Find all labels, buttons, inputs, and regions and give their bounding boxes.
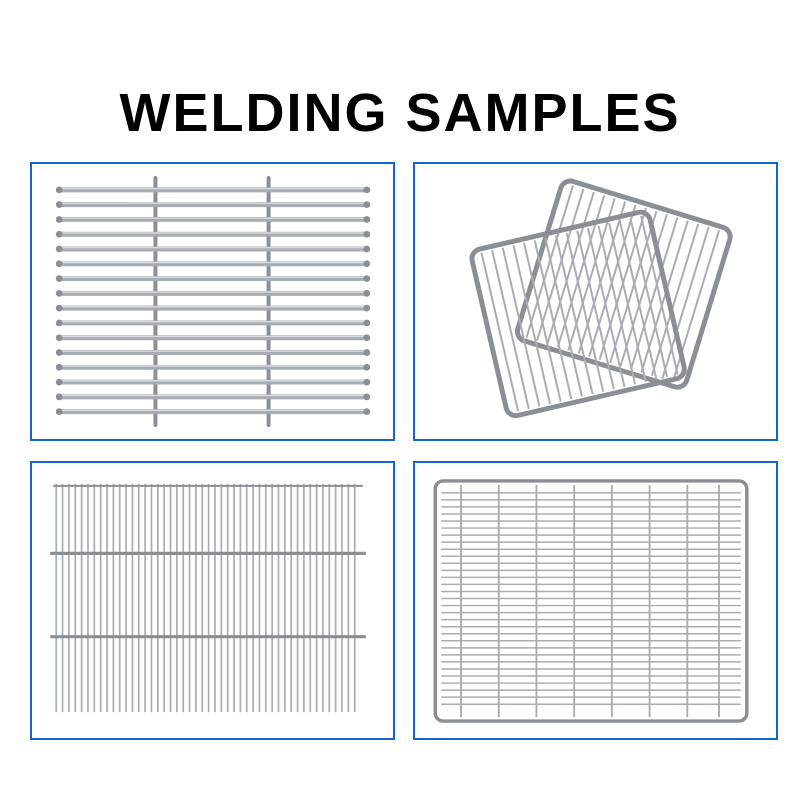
- sample-panel-4: [413, 461, 778, 740]
- sample-panel-2: [413, 162, 778, 441]
- crossed-mesh-grids-image: [468, 178, 733, 418]
- sample-panel-3: [30, 461, 395, 740]
- vertical-wire-grid-image: [49, 483, 366, 712]
- sample-panel-1: [30, 162, 395, 441]
- wire-mesh-tray-image: [433, 478, 749, 723]
- samples-grid: [30, 162, 778, 740]
- horizontal-rod-grate-image: [55, 175, 370, 427]
- page-title: WELDING SAMPLES: [119, 83, 681, 144]
